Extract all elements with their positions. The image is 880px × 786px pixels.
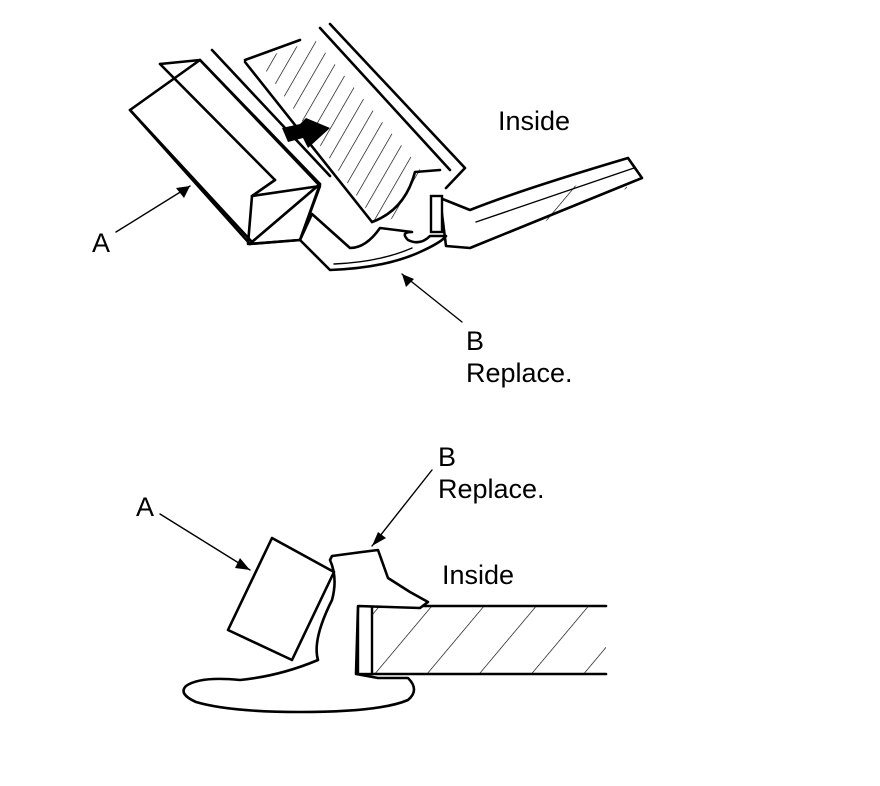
glass-panel xyxy=(429,156,644,250)
label-inside-top: Inside xyxy=(498,106,570,136)
label-inside-bottom: Inside xyxy=(442,560,514,590)
leader-b-top xyxy=(401,273,463,323)
label-a-bottom: A xyxy=(136,492,154,522)
bottom-view: A B Replace. Inside xyxy=(136,442,608,714)
label-b-note-bottom: Replace. xyxy=(438,474,545,504)
label-b-bottom: B xyxy=(438,442,456,472)
right-arrow-icon xyxy=(282,118,330,148)
label-b-top: B xyxy=(466,326,484,356)
weatherstrip-b-top xyxy=(298,212,448,272)
top-view: A B Replace. Inside xyxy=(92,22,644,388)
weatherstrip-b-bottom xyxy=(182,548,430,714)
label-a-top: A xyxy=(92,228,110,258)
glass-panel-bottom xyxy=(356,604,608,676)
leader-b-bottom xyxy=(371,469,433,547)
label-b-note-top: Replace. xyxy=(466,358,573,388)
leader-a-top xyxy=(115,185,191,233)
molding-a-bottom xyxy=(226,536,336,662)
leader-a-bottom xyxy=(159,513,251,571)
molding-a-top xyxy=(128,48,332,246)
